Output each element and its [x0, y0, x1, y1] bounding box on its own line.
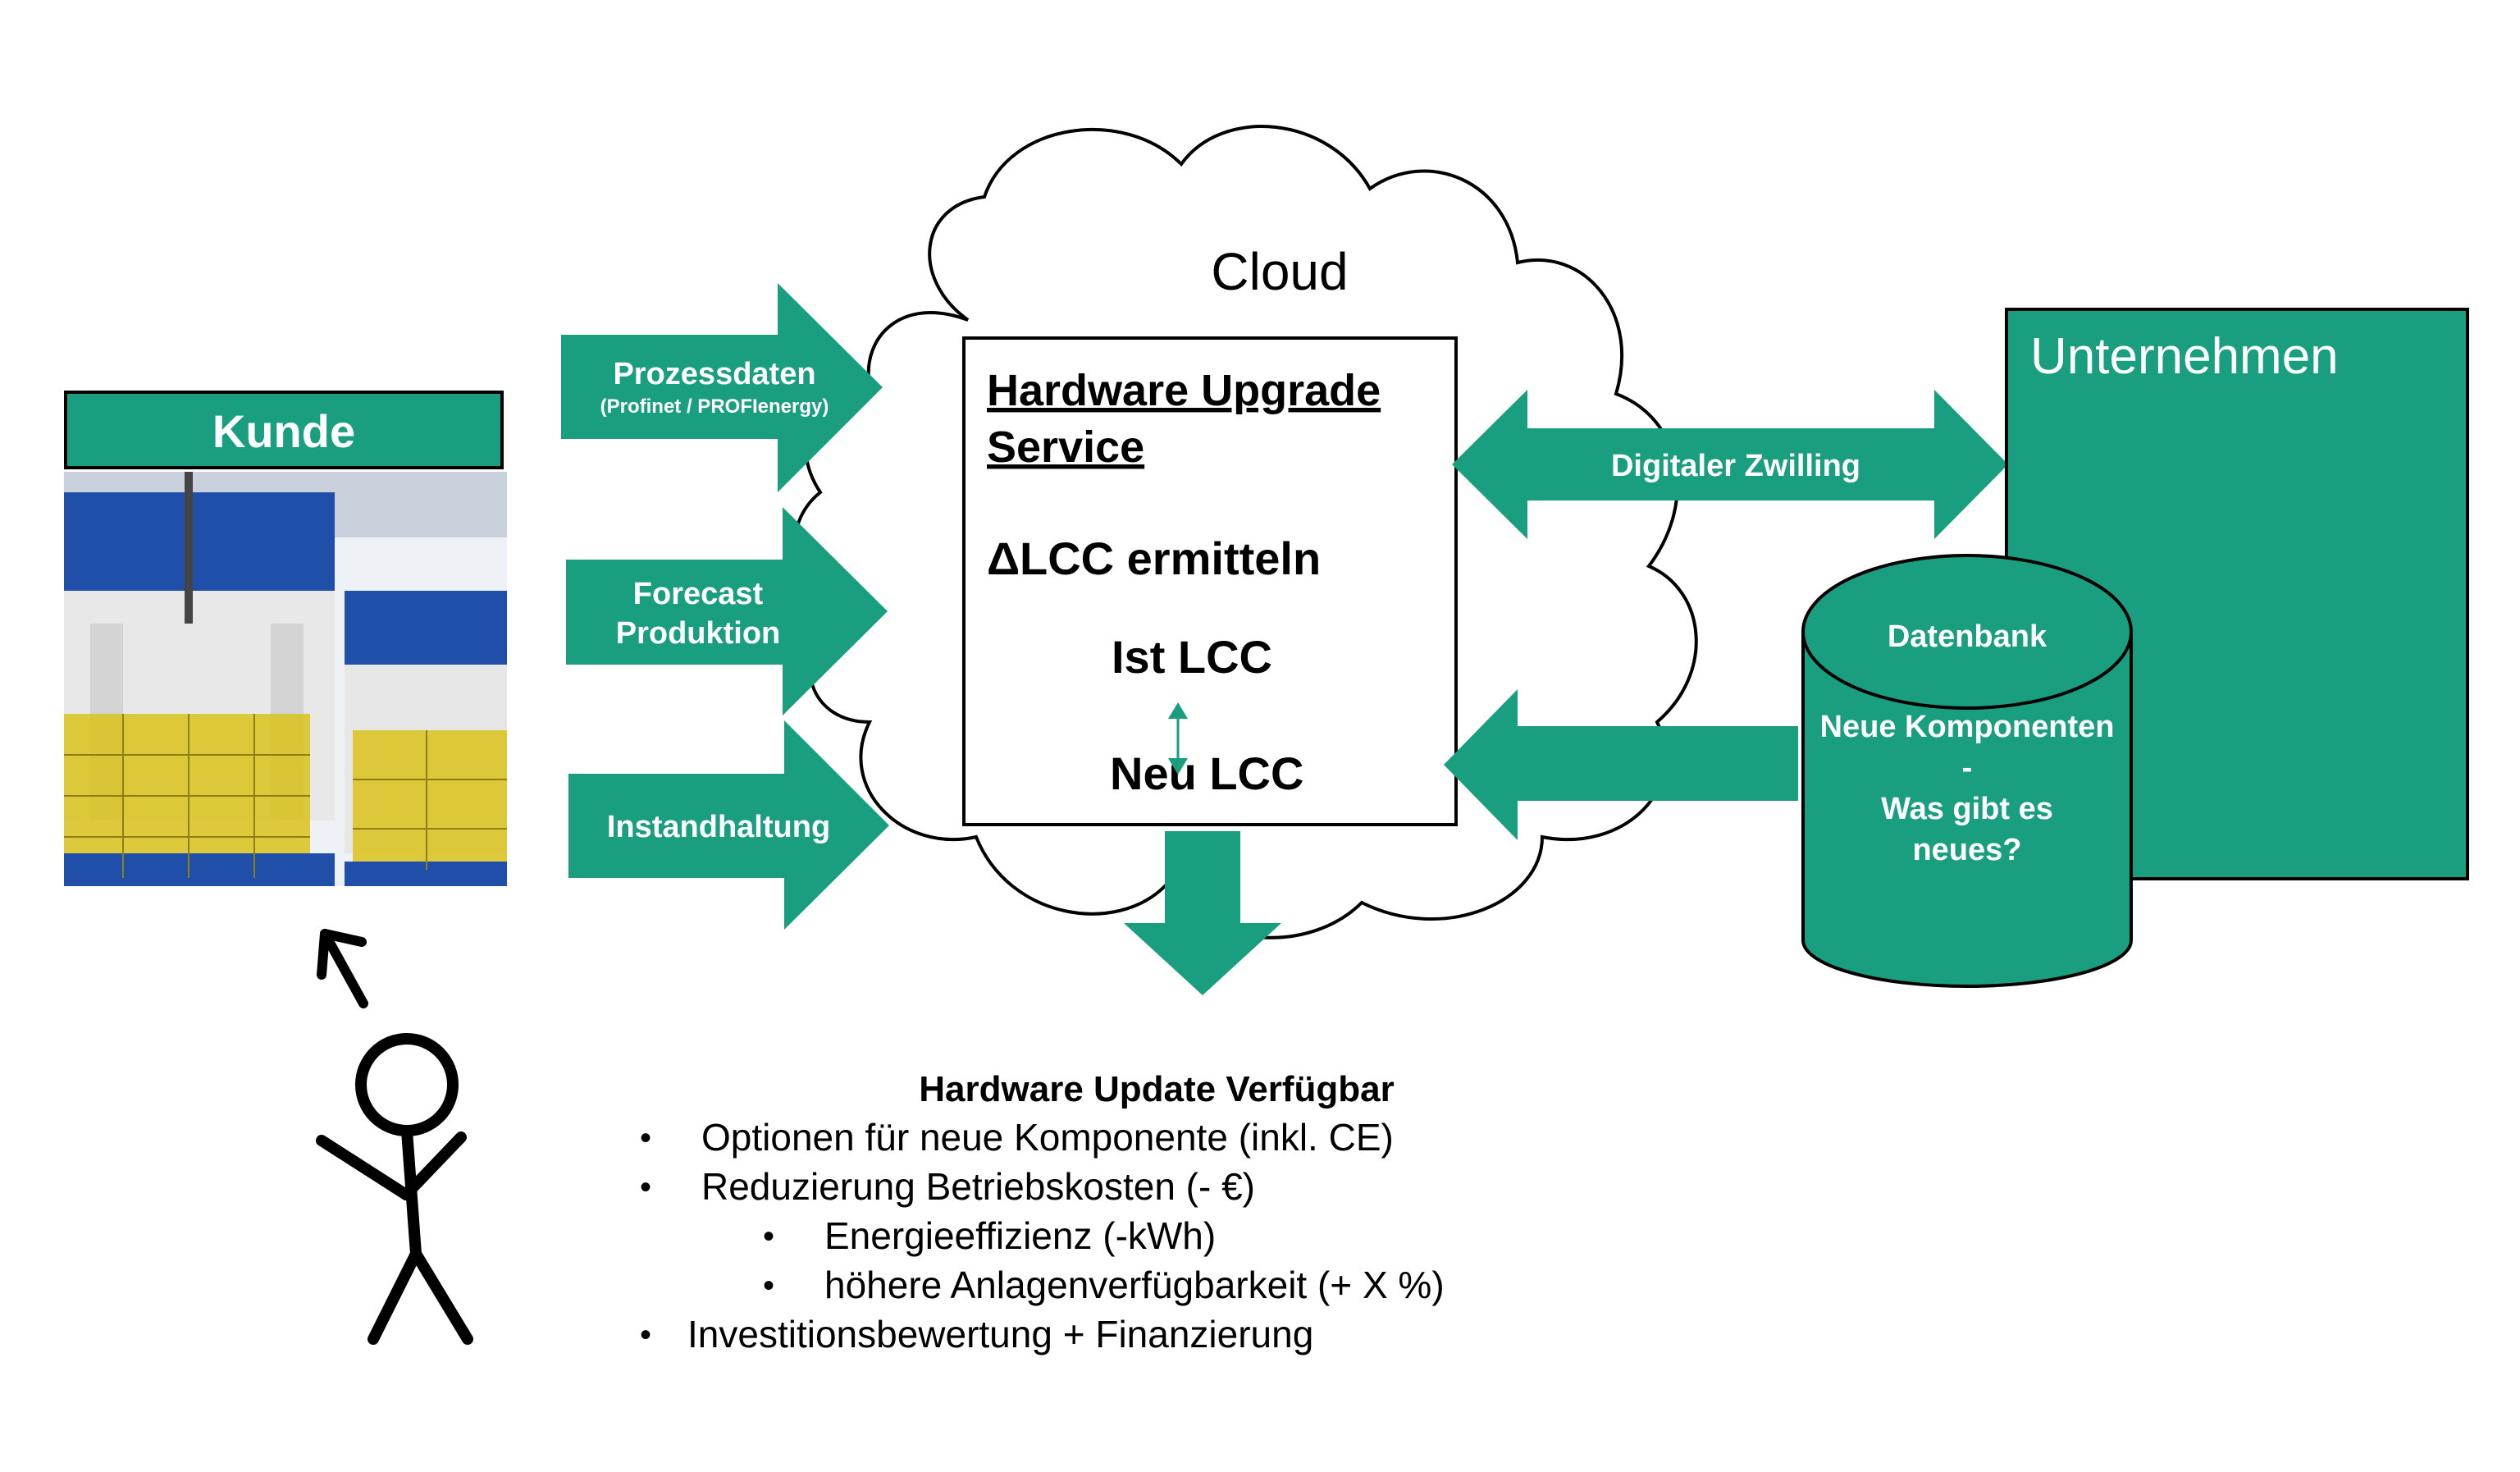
cloud-label: Cloud [1211, 242, 1348, 301]
down-arrow [1124, 831, 1281, 995]
bullet-3: • [763, 1218, 774, 1255]
service-title-line1: Hardware Upgrade [987, 366, 1381, 415]
ist-lcc: Ist LCC [1112, 631, 1272, 683]
bullet-5: • [640, 1317, 651, 1353]
result-item-2: Reduzierung Betriebskosten (- €) [701, 1165, 1255, 1208]
factory-photo [64, 472, 507, 886]
database-cylinder [1801, 554, 2133, 988]
lcc-text: LCC ermitteln [1020, 533, 1321, 584]
service-box [962, 336, 1458, 826]
bullet-4: • [763, 1268, 774, 1304]
database-label: Datenbank [1888, 619, 2048, 654]
result-item-1: Optionen für neue Komponente (inkl. CE) [701, 1116, 1394, 1159]
database-line3: Was gibt es [1881, 792, 2053, 826]
double-arrow-icon [1168, 702, 1188, 775]
forecast-arrow [566, 507, 888, 715]
forecast-line2: Produktion [616, 616, 781, 651]
db-to-service-arrow [1444, 689, 1798, 840]
company-label: Unternehmen [2030, 328, 2339, 385]
service-title-line2: Service [987, 423, 1144, 472]
bullet-1: • [640, 1120, 651, 1156]
result-title: Hardware Update Verfügbar [919, 1069, 1395, 1109]
digital-twin-arrow [1452, 390, 2008, 539]
database-line2: - [1962, 751, 1973, 785]
prozessdaten-sub: (Profinet / PROFIenergy) [600, 395, 829, 418]
instandhaltung-arrow [568, 720, 889, 930]
instandhaltung-label: Instandhaltung [607, 810, 830, 844]
neu-lcc: Neu LCC [1110, 747, 1303, 799]
stick-figure-icon [316, 1033, 473, 1345]
digital-twin-label: Digitaler Zwilling [1611, 449, 1860, 483]
result-item-3: Energieeffizienz (-kWh) [824, 1214, 1216, 1257]
arrow-up-left-icon [317, 929, 368, 1008]
database-line4: neues? [1912, 833, 2021, 867]
result-item-5: Investitionsbewertung + Finanzierung [687, 1313, 1313, 1355]
forecast-line1: Forecast [633, 577, 764, 611]
result-item-4: höhere Anlagenverfügbarkeit (+ X %) [824, 1264, 1445, 1306]
kunde-header [64, 391, 504, 469]
database-line1: Neue Komponenten [1820, 710, 2115, 744]
delta-symbol: Δ [987, 533, 1020, 584]
kunde-label: Kunde [212, 405, 355, 457]
bullet-2: • [640, 1169, 651, 1205]
prozessdaten-arrow [561, 283, 883, 492]
prozessdaten-label: Prozessdaten [613, 357, 815, 391]
